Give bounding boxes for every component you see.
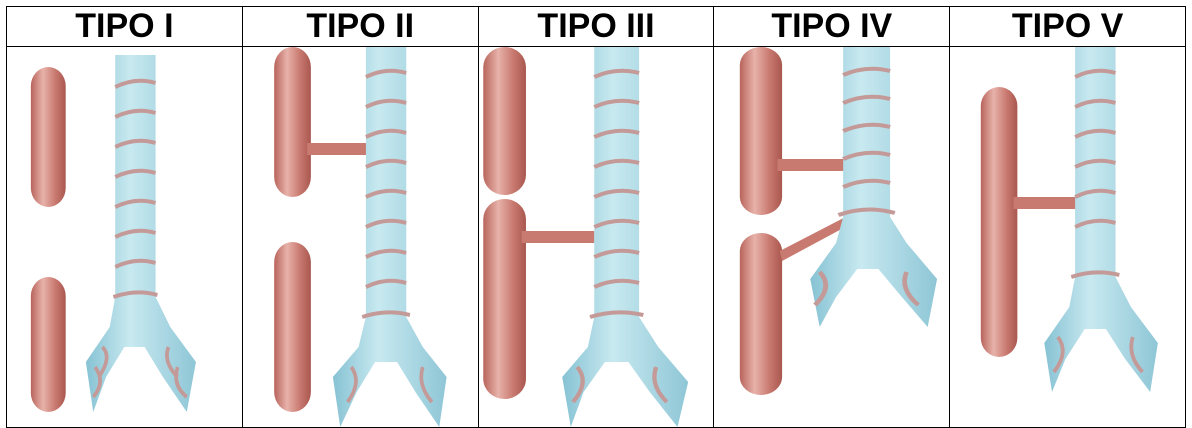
h-fistula	[1014, 197, 1078, 209]
trachea	[333, 47, 447, 427]
cell-tipo-ii	[242, 47, 478, 428]
header-row: TIPO I TIPO II TIPO III TIPO IV TIPO V	[7, 7, 1186, 47]
esophagus-lower-segment	[31, 277, 66, 412]
header-tipo-iii: TIPO III	[478, 7, 714, 47]
tipo-iii-illustration	[479, 47, 714, 427]
tipo-iv-illustration	[714, 47, 949, 427]
fistula	[521, 231, 594, 243]
trachea	[86, 55, 196, 412]
esophagus-upper-pouch	[31, 67, 66, 207]
esophagus-lower-segment	[483, 199, 526, 399]
header-tipo-ii: TIPO II	[242, 7, 478, 47]
fistula	[307, 143, 368, 155]
esophagus-lower-segment	[740, 233, 782, 395]
tef-types-table: TIPO I TIPO II TIPO III TIPO IV TIPO V	[6, 6, 1186, 428]
esophagus	[981, 87, 1018, 357]
tipo-v-illustration	[950, 47, 1185, 427]
cell-tipo-iv	[714, 47, 950, 428]
esophagus-upper-pouch	[740, 47, 782, 215]
header-tipo-i: TIPO I	[7, 7, 243, 47]
header-tipo-v: TIPO V	[950, 7, 1186, 47]
upper-fistula	[778, 159, 846, 171]
tipo-ii-illustration	[243, 47, 478, 427]
esophagus-upper-pouch	[274, 47, 311, 197]
header-tipo-iv: TIPO IV	[714, 7, 950, 47]
tipo-i-illustration	[7, 47, 242, 427]
esophagus-upper-pouch	[483, 47, 526, 195]
cell-tipo-v	[950, 47, 1186, 428]
cell-tipo-i	[7, 47, 243, 428]
cell-tipo-iii	[478, 47, 714, 428]
illustration-row	[7, 47, 1186, 428]
esophagus-lower-segment	[274, 242, 311, 412]
trachea	[811, 47, 938, 327]
